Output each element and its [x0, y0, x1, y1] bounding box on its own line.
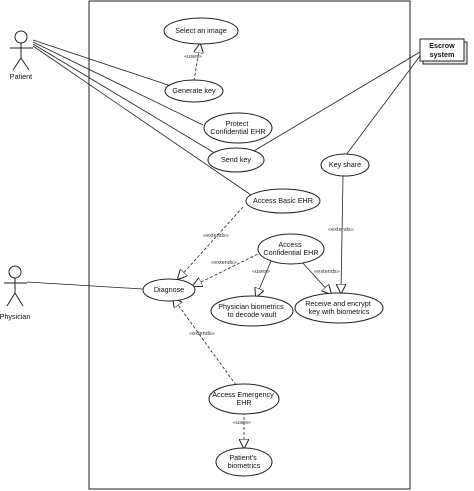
system-boundary — [88, 0, 411, 490]
use-case-access-emergency-ehr — [208, 383, 280, 415]
patient-label: Patient — [10, 72, 32, 81]
stereo-extends-receive: «extends» — [314, 269, 340, 275]
stereo-uses-confidential: «uses» — [252, 269, 270, 275]
use-case-diagnose — [142, 278, 196, 302]
uses-arrow-generate-select — [193, 44, 200, 82]
label-generate-key: Generate key — [172, 86, 216, 95]
extends-arrow-keyshare-receive — [341, 175, 343, 293]
use-case-protect-ehr — [203, 112, 273, 144]
label-access-basic-ehr: Access Basic EHR — [253, 196, 313, 205]
escrow-system-box: Escrow system — [419, 38, 468, 65]
use-case-access-confidential-ehr — [257, 233, 325, 265]
label-diagnose: Diagnose — [154, 285, 184, 294]
stereo-uses-generate: «uses» — [184, 54, 202, 60]
extends-arrow-emergency-diagnose — [173, 298, 237, 386]
label-protect-ehr: Protect Confidential EHR — [210, 119, 265, 136]
label-receive-encrypt: Receive and encrypt key with biometrics — [305, 299, 373, 316]
associations — [26, 39, 421, 290]
label-access-confidential-ehr: Access Confidential EHR — [263, 240, 318, 257]
use-case-send-key — [207, 147, 265, 173]
stereo-extends-confidential: «extends» — [211, 260, 237, 266]
use-case-physician-biometrics — [210, 295, 294, 327]
stereo-extends-emergency: «extends» — [189, 331, 215, 337]
uses-arrow-confidential-physbio — [256, 260, 272, 297]
extends-arrow-confidential-receive — [300, 260, 331, 294]
extends-arrow-confidential-diagnose — [193, 251, 263, 286]
use-case-access-basic-ehr — [245, 188, 321, 214]
use-case-generate-key — [164, 79, 224, 103]
stereo-uses-emergency: «uses» — [233, 420, 251, 426]
label-send-key: Send key — [221, 155, 251, 164]
relationship-arrows — [173, 44, 343, 448]
use-case-select-image — [163, 17, 239, 45]
patient-actor — [10, 30, 33, 71]
label-access-emergency-ehr: Access Emergency EHR — [212, 390, 276, 407]
label-patients-biometrics: Patient's biometrics — [228, 453, 261, 470]
escrow-label-line1: Escrow — [429, 41, 455, 50]
label-physician-biometrics: Physician biometrics to decode vault — [218, 302, 286, 319]
physician-actor — [4, 265, 27, 307]
use-case-ellipses — [142, 17, 384, 477]
physician-label: Physician — [0, 312, 30, 321]
use-case-patients-biometrics — [215, 447, 273, 477]
extends-arrow-basic-diagnose — [178, 206, 244, 279]
use-case-key-share — [320, 153, 370, 177]
label-select-image: Select an image — [175, 26, 227, 35]
stereo-extends-keyshare: «extends» — [328, 227, 354, 233]
use-case-labels: Select an image Generate key Protect Con… — [154, 26, 373, 470]
stereo-extends-basic: «extends» — [203, 233, 229, 239]
label-key-share: Key share — [329, 160, 361, 169]
escrow-label-line2: system — [430, 50, 455, 59]
use-case-receive-encrypt — [294, 292, 384, 324]
